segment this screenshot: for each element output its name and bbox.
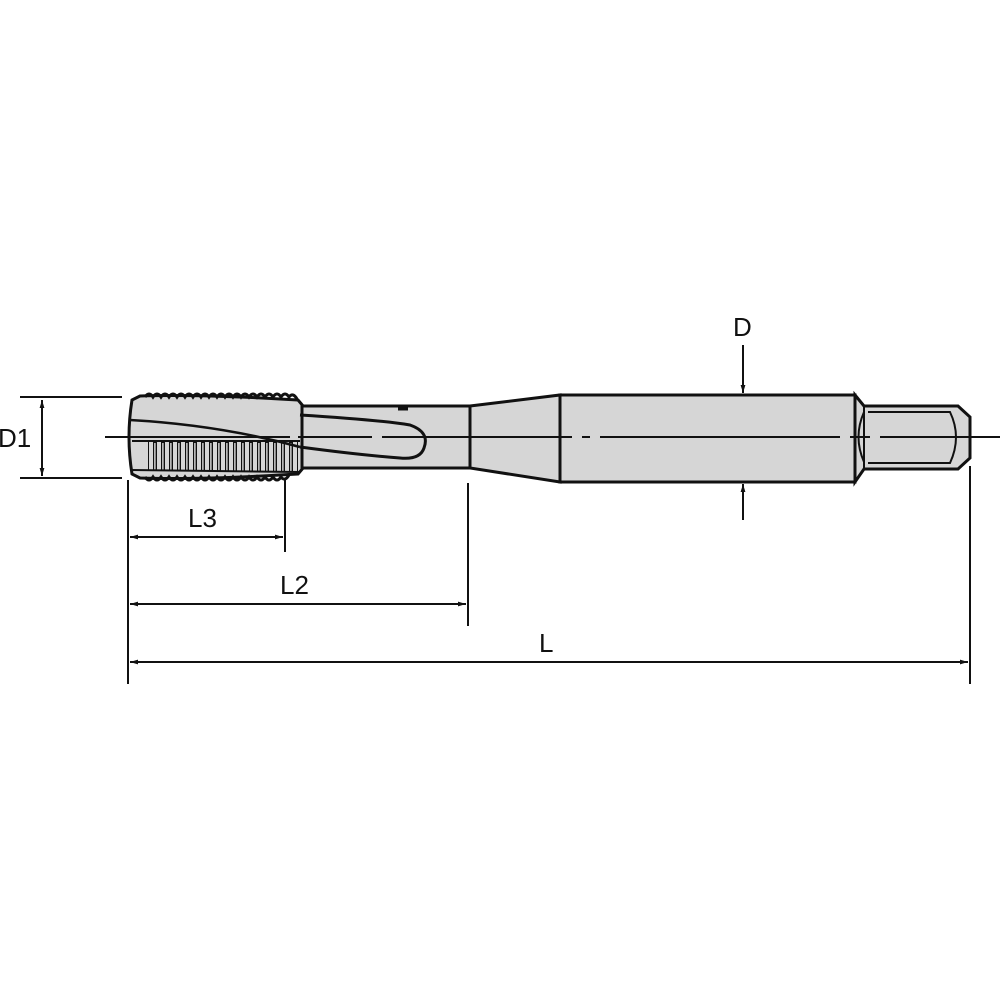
thread-crests-bottom bbox=[143, 474, 291, 482]
taper-section bbox=[468, 393, 562, 484]
thread-crests-top bbox=[143, 392, 299, 400]
label-l: L bbox=[539, 628, 553, 658]
dimension-d1: D1 bbox=[0, 396, 122, 479]
flute-groove bbox=[299, 413, 427, 460]
dimension-d: D bbox=[733, 312, 752, 520]
thread-teeth bbox=[148, 441, 298, 471]
label-d1: D1 bbox=[0, 423, 31, 453]
tap-body bbox=[127, 390, 972, 487]
label-l3: L3 bbox=[188, 503, 217, 533]
dimension-l: L bbox=[130, 628, 968, 665]
label-d: D bbox=[733, 312, 752, 342]
square-drive-end bbox=[853, 390, 972, 487]
dimension-l2: L2 bbox=[130, 570, 466, 607]
label-l2: L2 bbox=[280, 570, 309, 600]
shank bbox=[558, 393, 857, 484]
dimension-l3: L3 bbox=[130, 503, 283, 540]
extension-lines bbox=[127, 466, 971, 684]
